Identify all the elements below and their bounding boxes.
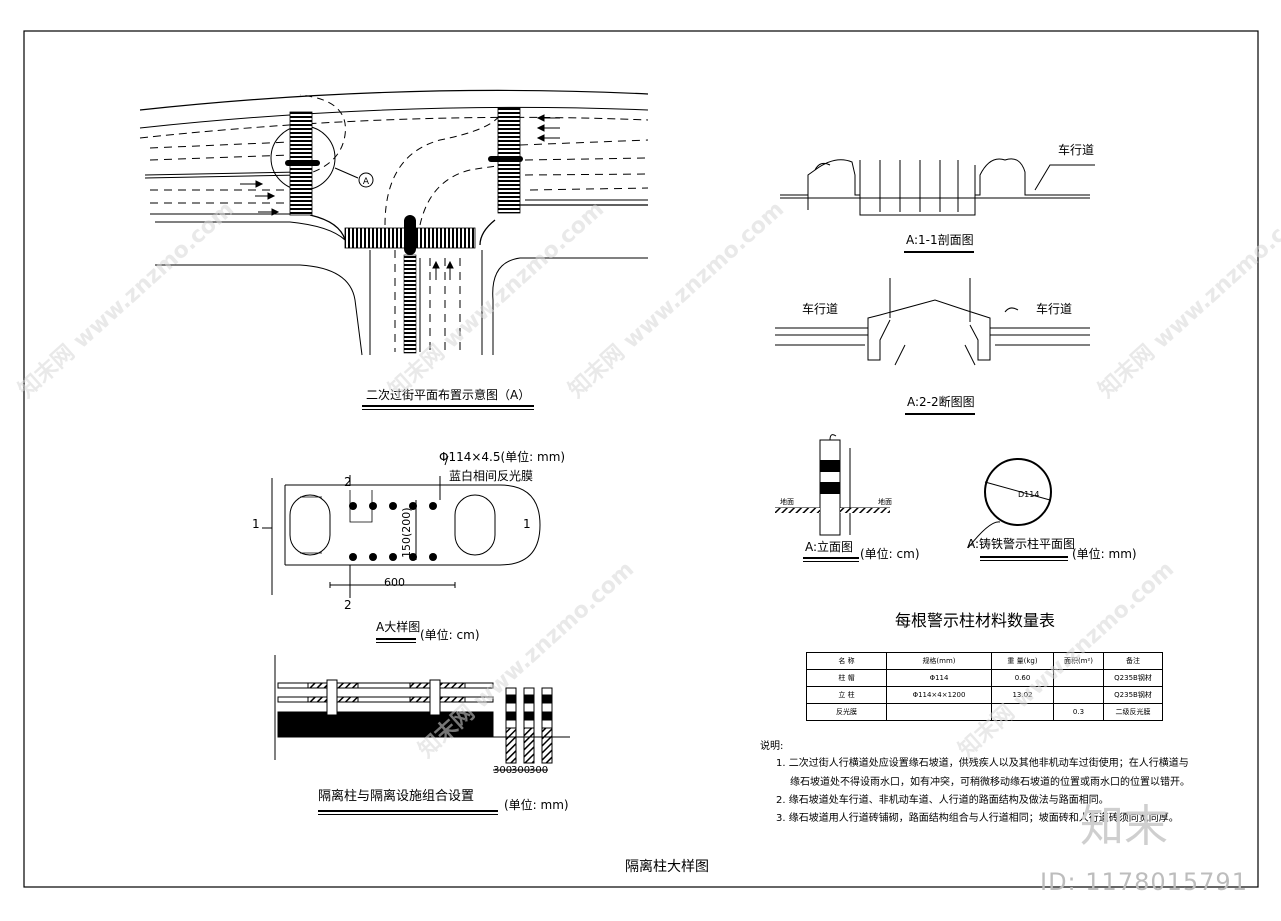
table-cell: 0.3 — [1053, 703, 1104, 721]
table-cell: Q235B钢材 — [1103, 669, 1163, 687]
table-row: 柱 帽 Φ114 0.60 Q235B钢材 — [806, 669, 1163, 687]
reflective-label: 蓝白相间反光膜 — [449, 469, 534, 483]
a-detail-drawing — [262, 455, 541, 598]
table-cell: Φ114×4×1200 — [886, 686, 992, 704]
table-header: 名 称 — [806, 652, 887, 670]
table-cell: Q235B钢材 — [1103, 686, 1163, 704]
table-header: 规格(mm) — [886, 652, 992, 670]
table-header-row: 名 称 规格(mm) 重 量(kg) 面积(m²) 备注 — [806, 652, 1163, 670]
table-cell: 立 柱 — [806, 686, 887, 704]
elevation-unit: (单位: cm) — [860, 547, 920, 561]
a-detail-bolts — [349, 502, 437, 561]
table-cell: 柱 帽 — [806, 669, 887, 687]
ground-label-left: 地面 — [780, 497, 794, 506]
table-cell: 反光膜 — [806, 703, 887, 721]
table-title: 每根警示柱材料数量表 — [895, 611, 1056, 630]
table-row: 立 柱 Φ114×4×1200 13.02 Q235B钢材 — [806, 686, 1163, 704]
section-2-bottom: 2 — [344, 598, 352, 612]
table-header: 备注 — [1103, 652, 1163, 670]
section-2-top: 2 — [344, 475, 352, 489]
section-1-1-drawing — [780, 158, 1095, 216]
pipe-spec-label: Φ114×4.5(单位: mm) — [439, 450, 566, 464]
section22-caption: A:2-2断图图 — [907, 395, 975, 409]
castplan-caption: A:铸铁警示柱平面图 — [967, 537, 1076, 551]
sheet-title: 隔离柱大样图 — [625, 859, 709, 875]
section-1-right: 1 — [523, 517, 531, 531]
dim-600: 600 — [384, 576, 405, 589]
castplan-drawing: D114 — [967, 458, 1052, 549]
section-2-2-drawing — [775, 278, 1090, 366]
note-line-4: 3. 缘石坡道用人行道砖铺砌，路面结构组合与人行道相同；坡面砖和人行道砖须同宽同… — [776, 813, 1179, 824]
section-1-left: 1 — [252, 517, 260, 531]
table-cell: Φ114 — [886, 669, 992, 687]
castplan-unit: (单位: mm) — [1072, 547, 1137, 561]
note-line-1: 1. 二次过街人行横道处应设置缘石坡道，供残疾人以及其他非机动车过街使用；在人行… — [776, 758, 1189, 769]
carriageway-label-1: 车行道 — [1058, 143, 1095, 157]
combo-drawing — [274, 655, 570, 771]
section11-caption: A:1-1剖面图 — [906, 233, 974, 247]
carriageway-label-3: 车行道 — [1036, 302, 1073, 316]
intersection-plan — [139, 89, 649, 356]
carriageway-label-2: 车行道 — [802, 302, 839, 316]
posts-side — [505, 687, 553, 764]
dim-300-a: 300 — [493, 765, 512, 776]
marker-a-label: A — [363, 177, 370, 187]
dim-300-b: 300 — [511, 765, 530, 776]
d114-label: D114 — [1018, 490, 1039, 499]
material-table: 名 称 规格(mm) 重 量(kg) 面积(m²) 备注 柱 帽 Φ114 0.… — [806, 652, 1163, 721]
note-line-3: 2. 缘石坡道处车行道、非机动车道、人行道的路面结构及做法与路面相同。 — [776, 795, 1109, 806]
elevation-drawing: 地面 地面 — [775, 434, 892, 536]
watermark-logo: 知末 — [1080, 801, 1168, 852]
combo-unit: (单位: mm) — [504, 798, 569, 812]
detail-caption: A大样图 — [376, 620, 421, 634]
dim-150: 150(200) — [400, 507, 413, 558]
ground-label-right: 地面 — [878, 497, 892, 506]
note-line-2: 缘石坡道处不得设雨水口，如有冲突，可稍微移动缘石坡道的位置或雨水口的位置以错开。 — [790, 777, 1190, 788]
sheet-border — [23, 30, 1259, 888]
plan-caption: 二次过街平面布置示意图（A） — [366, 388, 531, 402]
elevation-caption: A:立面图 — [805, 540, 854, 554]
watermark-id: ID: 1178015791 — [1040, 868, 1248, 896]
dim-300-c: 300 — [529, 765, 548, 776]
notes-heading: 说明: — [760, 741, 784, 752]
table-cell — [1053, 686, 1104, 704]
table-row: 反光膜 0.3 二级反光膜 — [806, 703, 1163, 721]
detail-unit: (单位: cm) — [420, 628, 480, 642]
table-cell: 二级反光膜 — [1103, 703, 1163, 721]
combo-caption: 隔离柱与隔离设施组合设置 — [318, 789, 475, 804]
